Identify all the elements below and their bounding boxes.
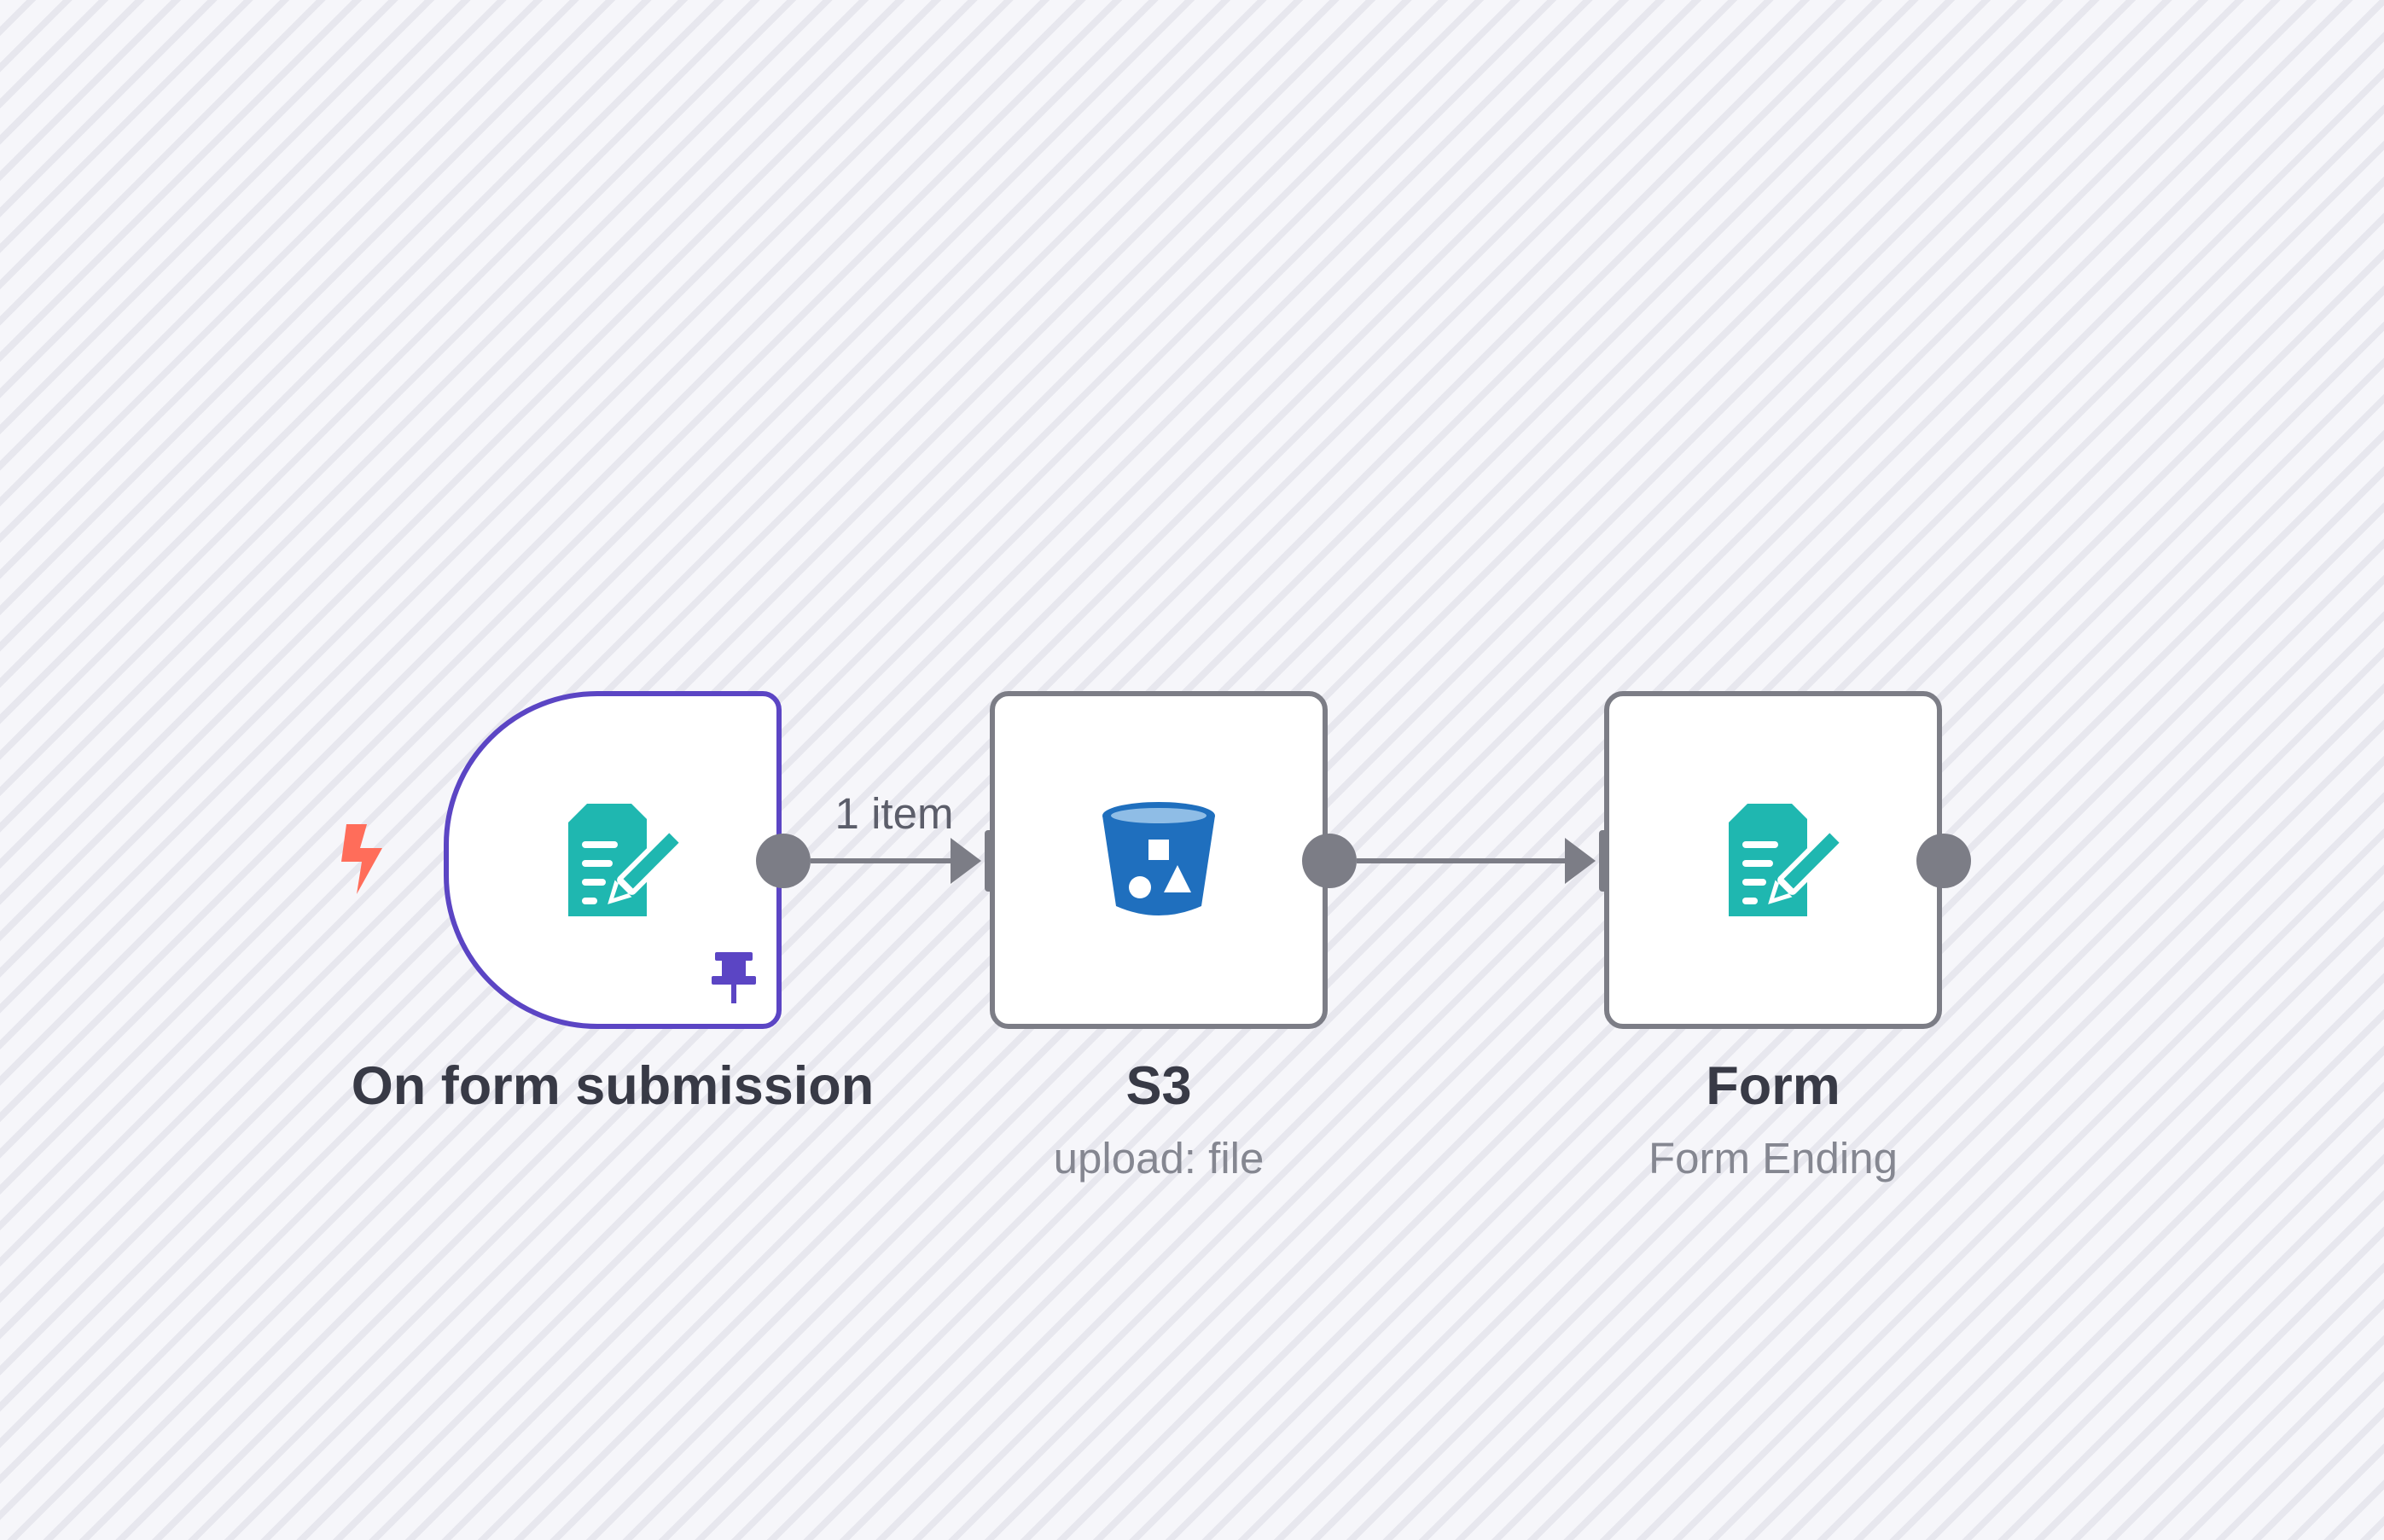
node-subtitle: upload: file — [1053, 1134, 1265, 1183]
connection-arrow-icon — [951, 838, 981, 884]
node-form[interactable] — [1604, 691, 1942, 1029]
node-s3[interactable] — [990, 691, 1328, 1029]
node-title: S3 — [1125, 1056, 1192, 1116]
node-title: On form submission — [351, 1056, 875, 1116]
s3-bucket-icon — [1102, 802, 1215, 915]
output-handle[interactable] — [756, 834, 811, 888]
trigger-bolt-icon — [341, 824, 382, 894]
form-icon — [568, 804, 681, 916]
connection-trigger-to-s3[interactable] — [811, 838, 981, 884]
output-handle[interactable] — [1302, 834, 1357, 888]
output-handle[interactable] — [1916, 834, 1971, 888]
connection-s3-to-form[interactable] — [1357, 838, 1596, 884]
form-icon — [1729, 804, 1841, 916]
connection-item-count: 1 item — [834, 789, 954, 838]
node-subtitle: Form Ending — [1648, 1134, 1898, 1183]
node-on-form-submission[interactable] — [444, 691, 782, 1029]
node-title: Form — [1706, 1056, 1840, 1116]
connection-arrow-icon — [1565, 838, 1596, 884]
pin-icon — [712, 952, 756, 1003]
